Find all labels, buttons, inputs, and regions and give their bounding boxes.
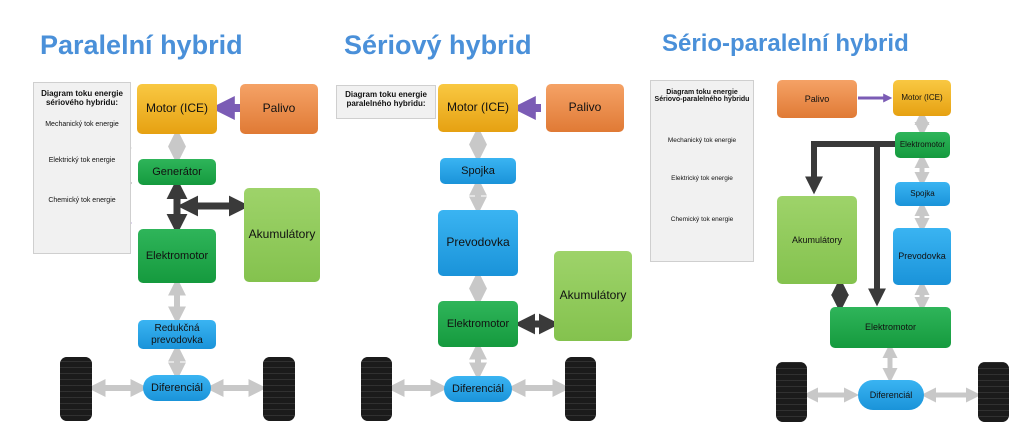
legend-3-chemical: Chemický tok energie: [670, 216, 734, 223]
d3-differential: Diferenciál: [858, 380, 924, 410]
d2-wheel-left: [361, 357, 392, 421]
d1-electromotor: Elektromotor: [138, 229, 216, 283]
d2-battery: Akumulátory: [554, 251, 632, 341]
d2-clutch: Spojka: [440, 158, 516, 184]
d1-differential: Diferenciál: [143, 375, 211, 401]
legend-1-chemical: Chemický tok energie: [48, 197, 116, 204]
d1-fuel: Palivo: [240, 84, 318, 134]
legend-3-mechanical: Mechanický tok energie: [667, 137, 737, 144]
d1-generator: Generátor: [138, 159, 216, 185]
d1-wheel-left: [60, 357, 92, 421]
diagram2-arrows: [386, 96, 571, 397]
diagram3-arrows: [803, 93, 981, 403]
legend-1-mechanical: Mechanický tok energie: [45, 121, 119, 128]
d2-wheel-right: [565, 357, 596, 421]
legend-3: Diagram toku energie Sériovo-paralelného…: [650, 80, 754, 262]
d3-wheel-left: [776, 362, 807, 422]
d3-battery: Akumulátory: [777, 196, 857, 284]
d3-wheel-right: [978, 362, 1009, 422]
legend-1-electrical: Elektrický tok energie: [48, 157, 116, 164]
d3-clutch: Spojka: [895, 182, 950, 206]
d1-wheel-right: [263, 357, 295, 421]
d1-motor-ice: Motor (ICE): [137, 84, 217, 134]
legend-3-electrical: Elektrický tok energie: [671, 175, 733, 182]
d1-battery: Akumulátory: [244, 188, 320, 282]
legend-3-title: Diagram toku energie Sériovo-paralelného…: [654, 89, 750, 103]
d3-fuel: Palivo: [777, 80, 857, 118]
diagram1-arrows: [87, 96, 267, 397]
d3-electromotor-bottom: Elektromotor: [830, 307, 951, 348]
d3-gearbox: Prevodovka: [893, 228, 951, 285]
d3-motor-ice: Motor (ICE): [893, 80, 951, 116]
arrow-electromotor-electromotor-3: [868, 141, 895, 307]
d2-fuel: Palivo: [546, 84, 624, 132]
legend-2-title: Diagram toku energie paralelného hybridu…: [345, 90, 427, 108]
legend-2: Diagram toku energie paralelného hybridu…: [336, 85, 436, 119]
legend-1-title: Diagram toku energie sériového hybridu:: [41, 89, 123, 107]
arrow-electromotor-battery-3: [805, 141, 895, 195]
d2-electromotor: Elektromotor: [438, 301, 518, 347]
d3-electromotor-top: Elektromotor: [895, 132, 950, 158]
d2-gearbox: Prevodovka: [438, 210, 518, 276]
title-serial-parallel: Sério-paralelní hybrid: [662, 30, 909, 57]
legend-1: Diagram toku energie sériového hybridu: …: [33, 82, 131, 254]
title-parallel: Paralelní hybrid: [40, 30, 243, 60]
d2-differential: Diferenciál: [444, 376, 512, 402]
d1-reduction-gearbox: Redukčná prevodovka: [138, 320, 216, 349]
d2-motor-ice: Motor (ICE): [438, 84, 518, 132]
title-serial: Sériový hybrid: [344, 30, 532, 60]
